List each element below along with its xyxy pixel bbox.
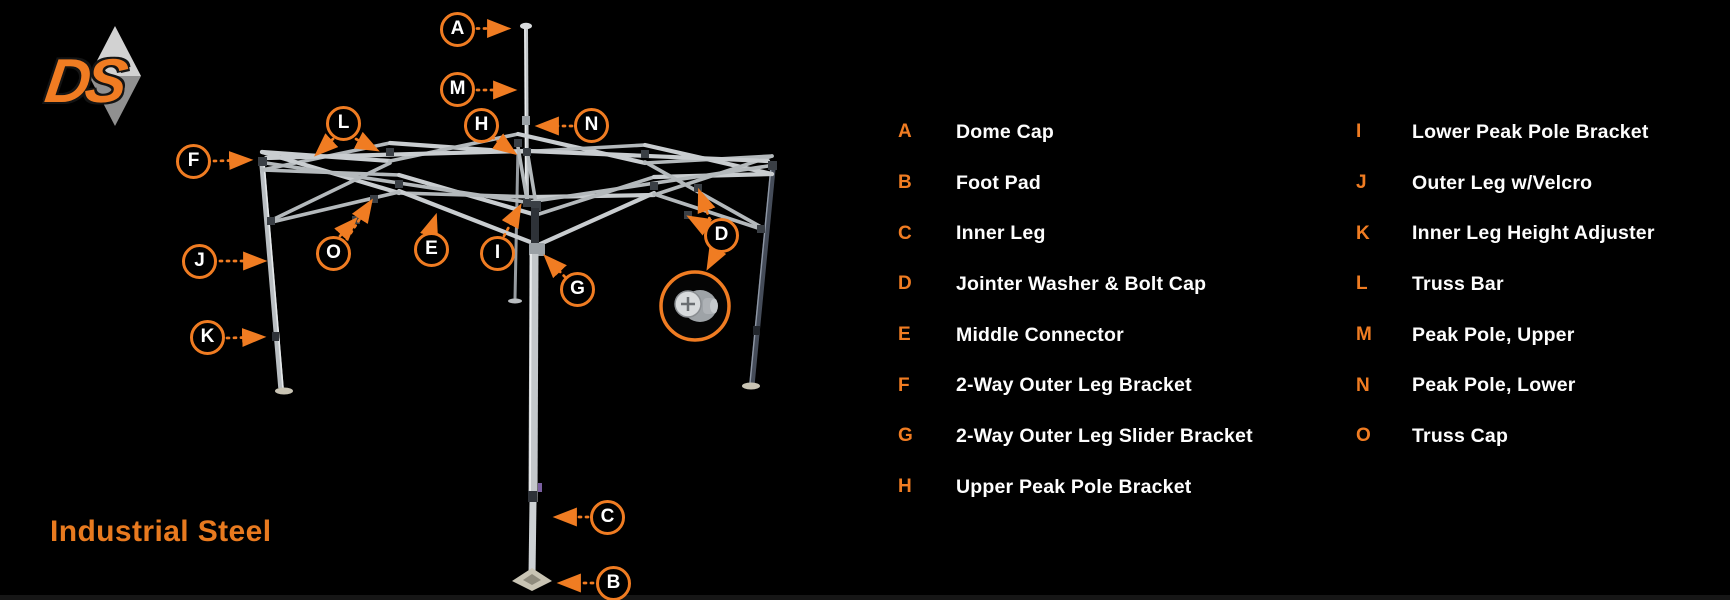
outer-leg-right <box>742 166 776 390</box>
legend-column-2: I Lower Peak Pole Bracket J Outer Leg w/Ve… <box>1356 107 1655 462</box>
legend-letter: L <box>1356 273 1368 295</box>
legend-letter: D <box>898 273 912 295</box>
peak-pole-joint <box>522 116 530 125</box>
callout-m: M <box>440 72 475 107</box>
legend-row: O Truss Cap <box>1356 411 1655 462</box>
arrow-e <box>420 212 438 239</box>
callout-c: C <box>590 500 625 535</box>
arrow-d1 <box>697 187 716 222</box>
height-adjuster-front <box>528 491 537 502</box>
legend-label: Inner Leg <box>956 222 1046 245</box>
legend-label: 2-Way Outer Leg Slider Bracket <box>956 424 1253 447</box>
upper-peak-pole-bracket <box>523 148 531 156</box>
arrow-g <box>543 254 567 279</box>
brand-logo: DS <box>38 18 198 143</box>
legend-letter: O <box>1356 425 1371 447</box>
arrow-o2 <box>345 198 373 241</box>
legend-label: Peak Pole, Upper <box>1412 323 1575 346</box>
legend-row: D Jointer Washer & Bolt Cap <box>898 259 1253 310</box>
legend-letter: A <box>898 121 912 143</box>
page-title: Industrial Steel <box>50 515 272 548</box>
legend-label: Foot Pad <box>956 171 1042 194</box>
callout-g: G <box>560 272 595 307</box>
callout-a: A <box>440 12 475 47</box>
legend-letter: H <box>898 476 912 498</box>
bottom-edge <box>0 595 1730 600</box>
legend-label: Middle Connector <box>956 323 1124 346</box>
legend-row: A Dome Cap <box>898 107 1253 158</box>
callout-e: E <box>414 232 449 267</box>
callout-j: J <box>182 244 217 279</box>
callout-b: B <box>596 566 631 600</box>
legend-label: 2-Way Outer Leg Bracket <box>956 374 1192 397</box>
arrow-d3 <box>706 244 727 271</box>
legend-row: C Inner Leg <box>898 208 1253 259</box>
legend-row: J Outer Leg w/Velcro <box>1356 158 1655 209</box>
foot-left <box>275 387 293 395</box>
callout-o: O <box>316 236 351 271</box>
legend-label: Dome Cap <box>956 120 1055 143</box>
legend-row: I Lower Peak Pole Bracket <box>1356 107 1655 158</box>
legend-row: L Truss Bar <box>1356 259 1655 310</box>
callout-h: H <box>464 108 499 143</box>
dome-cap <box>520 22 532 30</box>
legend-letter: B <box>898 172 912 194</box>
legend-letter: K <box>1356 222 1370 244</box>
legend-label: Inner Leg Height Adjuster <box>1412 222 1655 245</box>
slider-bracket <box>529 243 545 256</box>
legend-letter: G <box>898 425 913 447</box>
jointer-washer-detail <box>659 270 731 342</box>
legend-row: F 2-Way Outer Leg Bracket <box>898 360 1253 411</box>
arrow-f <box>212 151 254 171</box>
foot-right <box>742 382 760 390</box>
legend-row: E Middle Connector <box>898 310 1253 361</box>
peak-pole <box>520 22 532 207</box>
legend-row: B Foot Pad <box>898 158 1253 209</box>
lower-peak-pole-bracket <box>523 199 531 207</box>
outer-leg-left <box>259 162 293 395</box>
legend-label: Upper Peak Pole Bracket <box>956 475 1192 498</box>
callout-d: D <box>704 218 739 253</box>
arrow-h <box>490 133 518 156</box>
legend-letter: M <box>1356 324 1372 346</box>
legend-column-1: A Dome Cap B Foot Pad C Inner Leg D Jointer … <box>898 107 1253 513</box>
callout-f: F <box>176 144 211 179</box>
legend-row: G 2-Way Outer Leg Slider Bracket <box>898 411 1253 462</box>
callout-k: K <box>190 320 225 355</box>
legend-label: Truss Bar <box>1412 272 1504 295</box>
inner-leg-back <box>508 146 522 304</box>
callout-arrows <box>212 19 727 593</box>
arrow-o1 <box>334 217 358 242</box>
truss-cap-joint <box>370 195 378 203</box>
arrow-i <box>501 203 522 238</box>
legend-label: Truss Cap <box>1412 424 1509 447</box>
height-adjuster-right <box>753 326 760 335</box>
callout-i: I <box>480 236 515 271</box>
truss-joints <box>258 139 777 233</box>
legend-label: Lower Peak Pole Bracket <box>1412 120 1649 143</box>
arrow-k <box>225 328 267 348</box>
legend-row: M Peak Pole, Upper <box>1356 310 1655 361</box>
legend-row: H Upper Peak Pole Bracket <box>898 462 1253 513</box>
legend-letter: I <box>1356 121 1362 143</box>
truss-bars <box>259 131 775 248</box>
legend-letter: J <box>1356 172 1367 194</box>
arrow-d2 <box>686 215 713 236</box>
callout-n: N <box>574 108 609 143</box>
legend-letter: N <box>1356 374 1370 396</box>
legend-row: N Peak Pole, Lower <box>1356 360 1655 411</box>
legend-letter: F <box>898 374 910 396</box>
legend-label: Jointer Washer & Bolt Cap <box>956 272 1207 295</box>
callout-l: L <box>326 106 361 141</box>
front-leg <box>512 208 552 591</box>
arrow-l1 <box>314 133 339 157</box>
legend-label: Outer Leg w/Velcro <box>1412 171 1593 194</box>
height-adjuster-left <box>272 332 279 341</box>
legend-letter: C <box>898 222 912 244</box>
legend-row: K Inner Leg Height Adjuster <box>1356 208 1655 259</box>
legend-letter: E <box>898 324 911 346</box>
legend-label: Peak Pole, Lower <box>1412 374 1576 397</box>
logo-diamond-icon <box>89 26 141 126</box>
